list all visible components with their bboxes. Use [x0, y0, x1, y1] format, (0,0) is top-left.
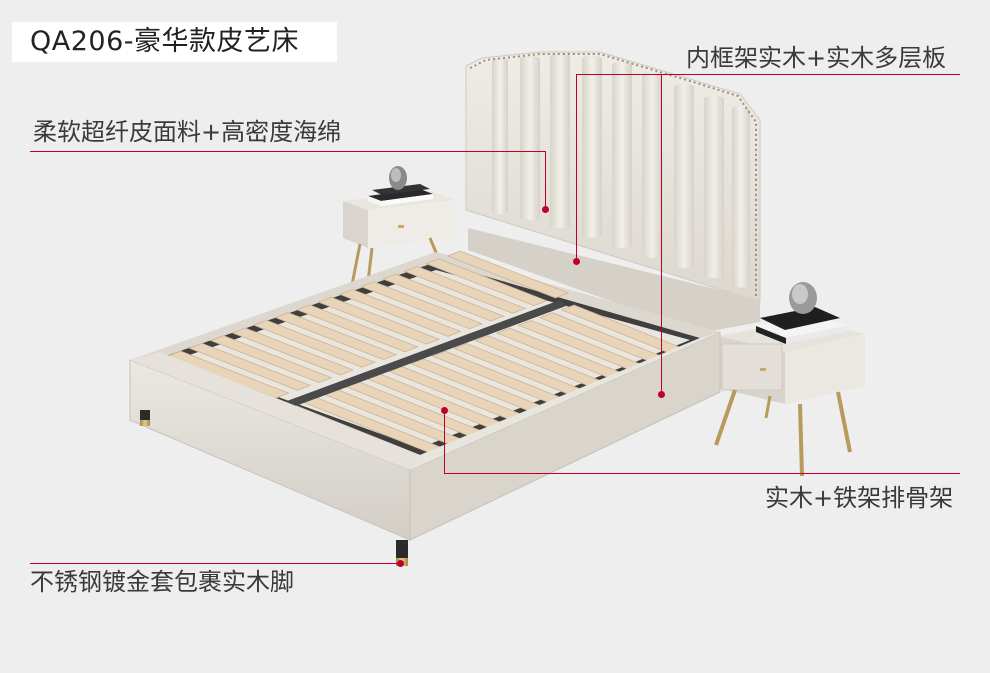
product-title: QA206-豪华款皮艺床 [30, 26, 299, 57]
callout-frame-line [576, 74, 960, 75]
callout-frame-dot [573, 258, 580, 265]
slat [317, 296, 441, 345]
callout-legs-line [30, 563, 400, 564]
callout-frame-leader [576, 74, 577, 260]
right-nightstand [714, 282, 865, 477]
slat [424, 258, 548, 307]
slat [381, 273, 505, 322]
callout-frame-label: 内框架实木+实木多层板 [686, 44, 947, 72]
callout-frame-dot-2 [658, 391, 665, 398]
left-nightstand [343, 166, 455, 286]
callout-leather-dot [542, 206, 549, 213]
slat [446, 250, 570, 299]
slat [360, 281, 484, 330]
callout-legs-dot [397, 560, 404, 567]
slat [295, 304, 419, 353]
callout-leather-line [30, 151, 545, 152]
product-title-box: QA206-豪华款皮艺床 [12, 22, 337, 62]
slat [252, 319, 376, 368]
callout-legs-label: 不锈钢镀金套包裹实木脚 [30, 568, 294, 596]
callout-slats-label: 实木+铁架排骨架 [765, 484, 954, 512]
bed-rails [129, 331, 721, 541]
slat [338, 289, 462, 337]
slat [403, 265, 527, 314]
callout-slats-leader [444, 410, 445, 473]
wooden-slats [166, 250, 706, 463]
callout-leather-leader [545, 151, 546, 209]
callout-frame-leader-2 [661, 74, 662, 394]
callout-slats-dot [441, 407, 448, 414]
callout-slats-line [444, 473, 960, 474]
slat [188, 342, 312, 391]
callout-leather-label: 柔软超纤皮面料+高密度海绵 [33, 118, 342, 146]
headboard [465, 51, 761, 333]
slat [274, 312, 398, 360]
slat [231, 327, 355, 376]
slat [209, 335, 333, 384]
